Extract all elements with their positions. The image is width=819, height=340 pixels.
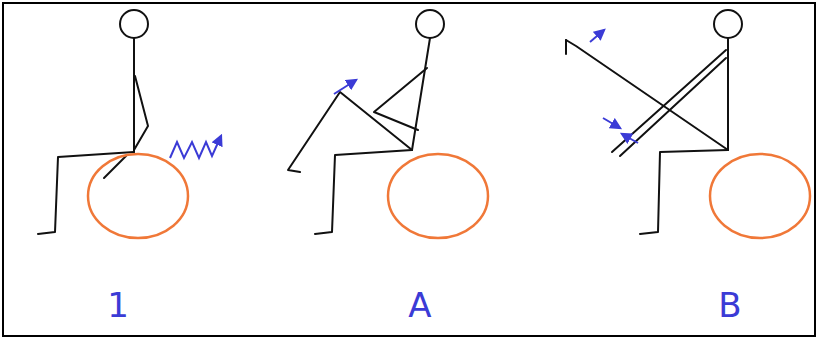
stick-figure [288, 10, 444, 234]
stick-figure [566, 10, 742, 234]
frame [3, 3, 815, 336]
figure-label: A [408, 288, 431, 322]
stick-figure [38, 10, 148, 234]
exercise-ball [710, 154, 810, 238]
motion-arrow [622, 134, 638, 143]
figure-label: B [718, 288, 741, 322]
figure-label: 1 [107, 288, 129, 322]
exercise-ball [88, 154, 188, 238]
exercise-ball [388, 154, 488, 238]
motion-arrow [334, 80, 356, 94]
motion-arrow [590, 30, 604, 42]
motion-arrow [170, 136, 221, 158]
motion-arrow [603, 118, 620, 128]
